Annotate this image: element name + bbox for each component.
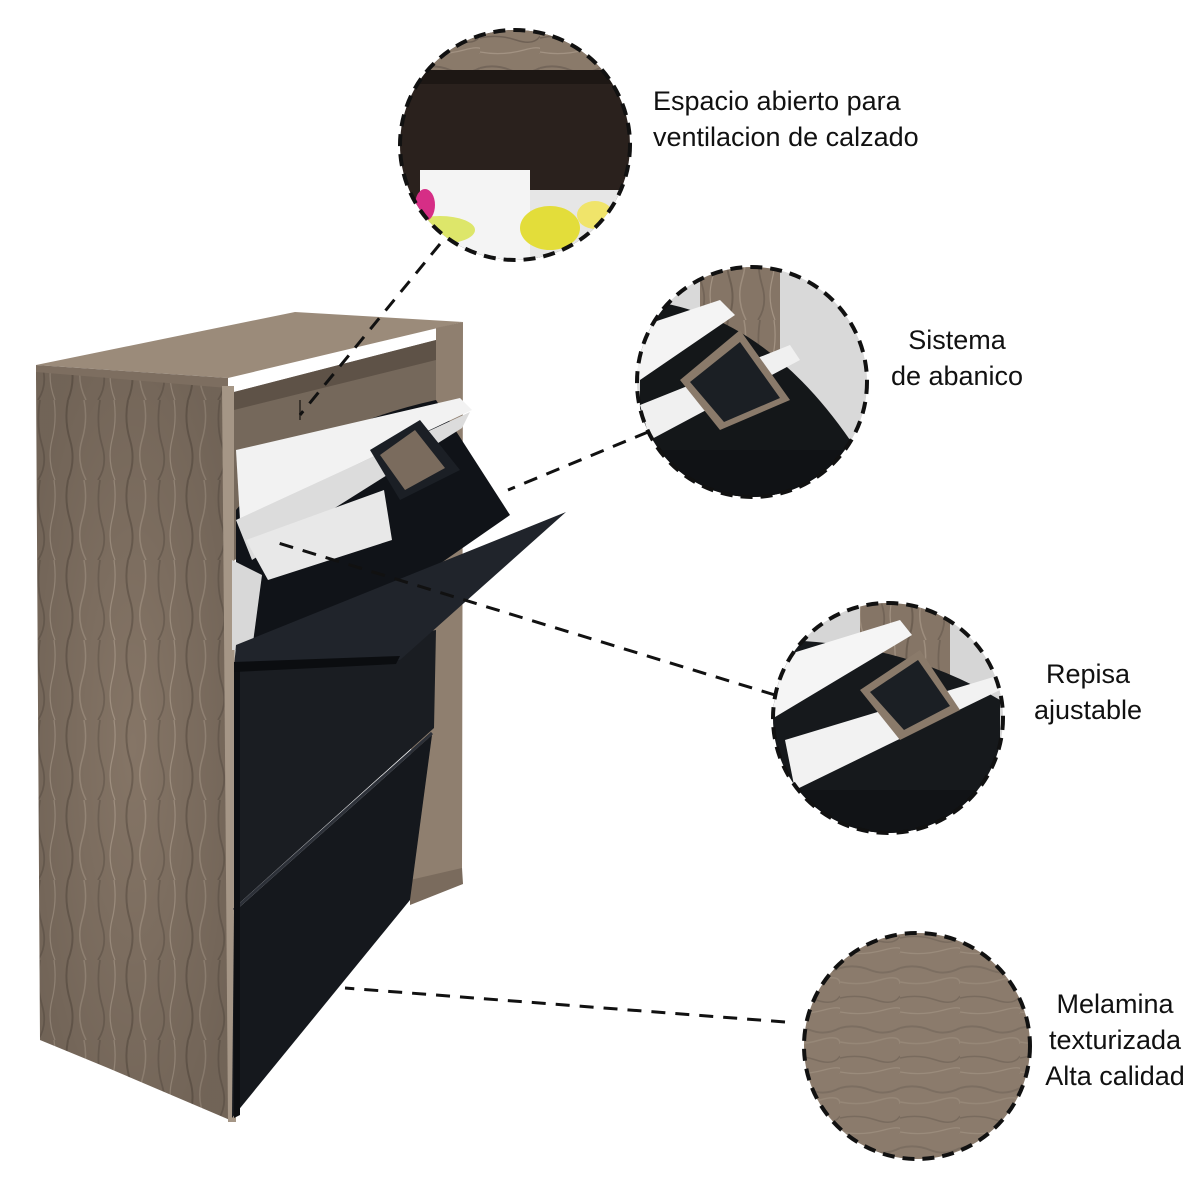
zoom-circle-ventilation: [398, 28, 632, 262]
drawer-flap-open: [234, 512, 566, 668]
drawer-front-bottom: [232, 735, 432, 1118]
callout-text-line: Sistema: [908, 325, 1006, 355]
zoom-circle-adjustable-shelf: [771, 601, 1005, 835]
callout-text-line: Repisa: [1045, 659, 1131, 689]
cabinet-top: [36, 312, 463, 378]
callout-line-ventilation: [298, 243, 442, 416]
callout-text-line: texturizada: [1048, 1025, 1182, 1055]
callout-label-melamine: Melamina texturizada Alta calidad: [1034, 986, 1196, 1094]
fan-mechanism: [232, 398, 566, 672]
callout-text-line: de abanico: [890, 361, 1024, 391]
shoe-cabinet: [36, 312, 566, 1122]
callout-line-fan-system: [507, 430, 649, 492]
callout-text-line: Melamina: [1056, 989, 1174, 1019]
drawer-front-middle: [234, 630, 436, 908]
callout-text-line: ventilacion de calzado: [653, 122, 919, 152]
zoom-circle-fan-system: [635, 265, 869, 499]
callout-label-fan-system: Sistema de abanico: [882, 322, 1032, 394]
zoom-circle-melamine: [802, 931, 1032, 1161]
callout-label-ventilation: Espacio abierto para ventilacion de calz…: [653, 83, 919, 155]
callout-line-adjustable-shelf: [274, 540, 776, 697]
callout-text-line: ajustable: [1033, 695, 1143, 725]
callout-text-line: Alta calidad: [1045, 1061, 1185, 1091]
callout-line-melamine: [344, 986, 786, 1024]
callout-label-adjustable-shelf: Repisa ajustable: [1018, 656, 1158, 728]
callout-text-line: Espacio abierto para: [653, 86, 901, 116]
callout-lines: [274, 243, 786, 1024]
